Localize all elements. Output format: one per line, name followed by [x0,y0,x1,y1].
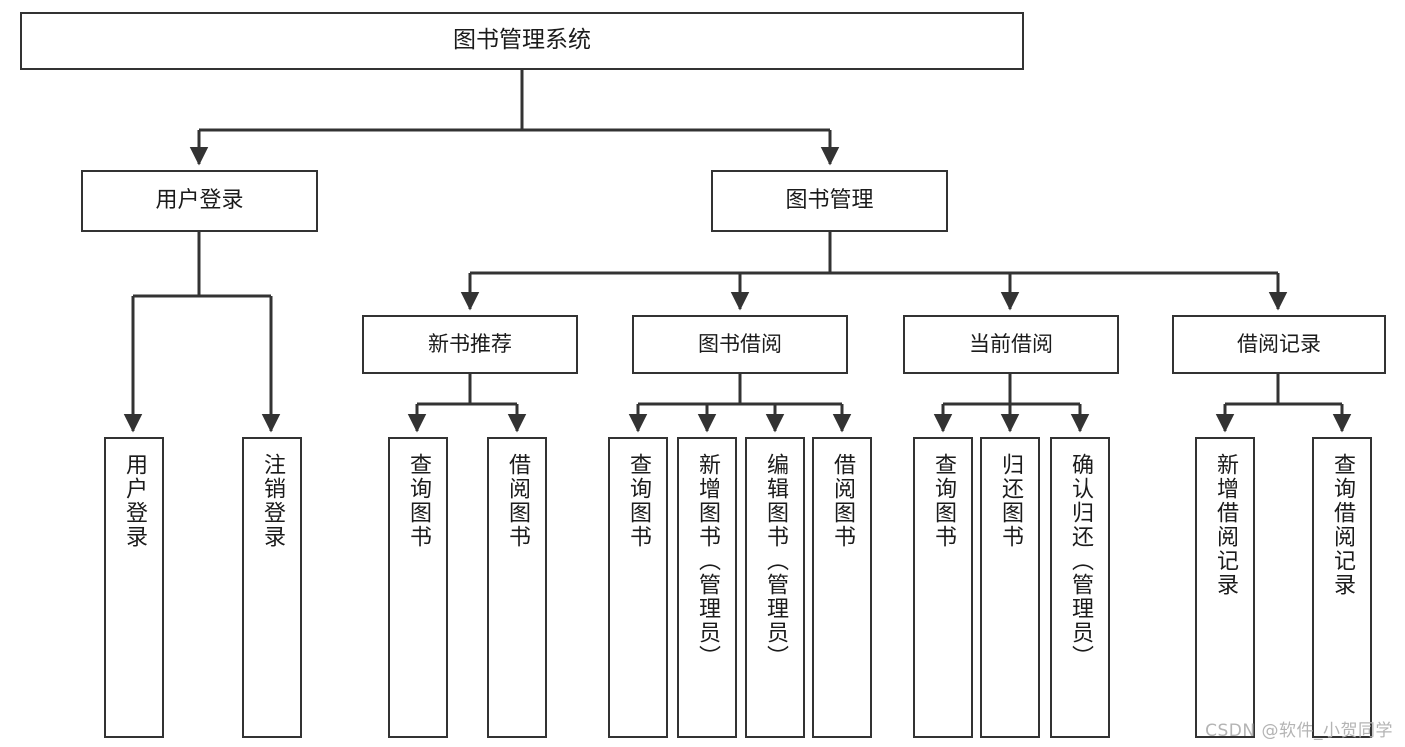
node-new-book-rec[interactable]: 新书推荐 [362,315,578,374]
node-label: 当前借阅 [969,332,1053,357]
node-user-login[interactable]: 用户登录 [81,170,318,232]
node-label: 查询图书 [626,453,651,549]
node-label: 编辑图书（管理员） [763,453,788,669]
node-book-borrow[interactable]: 图书借阅 [632,315,848,374]
node-leaf-user-login[interactable]: 用户登录 [104,437,164,738]
node-label: 查询借阅记录 [1330,453,1355,597]
node-label: 归还图书 [998,453,1023,549]
node-label: 注销登录 [260,453,285,549]
watermark-text: CSDN @软件_小贺同学 [1205,721,1393,741]
node-label: 借阅图书 [830,453,855,549]
node-label: 借阅图书 [505,453,530,549]
node-label: 新书推荐 [428,332,512,357]
node-borrow-record[interactable]: 借阅记录 [1172,315,1386,374]
node-leaf-query-book-3[interactable]: 查询图书 [913,437,973,738]
node-leaf-confirm-return[interactable]: 确认归还（管理员） [1050,437,1110,738]
node-leaf-edit-book[interactable]: 编辑图书（管理员） [745,437,805,738]
node-leaf-borrow-book-2[interactable]: 借阅图书 [812,437,872,738]
node-root-system[interactable]: 图书管理系统 [20,12,1024,70]
node-leaf-query-book-1[interactable]: 查询图书 [388,437,448,738]
node-label: 查询图书 [406,453,431,549]
node-book-manage[interactable]: 图书管理 [711,170,948,232]
node-label: 新增图书（管理员） [695,453,720,669]
node-leaf-borrow-book-1[interactable]: 借阅图书 [487,437,547,738]
node-leaf-query-book-2[interactable]: 查询图书 [608,437,668,738]
node-leaf-query-record[interactable]: 查询借阅记录 [1312,437,1372,738]
node-label: 图书管理 [785,188,874,214]
node-leaf-user-logout[interactable]: 注销登录 [242,437,302,738]
node-label: 查询图书 [931,453,956,549]
node-label: 图书借阅 [698,332,782,357]
node-label: 借阅记录 [1237,332,1321,357]
node-leaf-add-book[interactable]: 新增图书（管理员） [677,437,737,738]
node-leaf-add-record[interactable]: 新增借阅记录 [1195,437,1255,738]
node-leaf-return-book[interactable]: 归还图书 [980,437,1040,738]
node-label: 确认归还（管理员） [1068,453,1093,669]
node-label: 用户登录 [122,453,147,549]
node-label: 新增借阅记录 [1213,453,1238,597]
node-current-borrow[interactable]: 当前借阅 [903,315,1119,374]
node-label: 用户登录 [155,188,244,214]
node-label: 图书管理系统 [453,27,591,54]
